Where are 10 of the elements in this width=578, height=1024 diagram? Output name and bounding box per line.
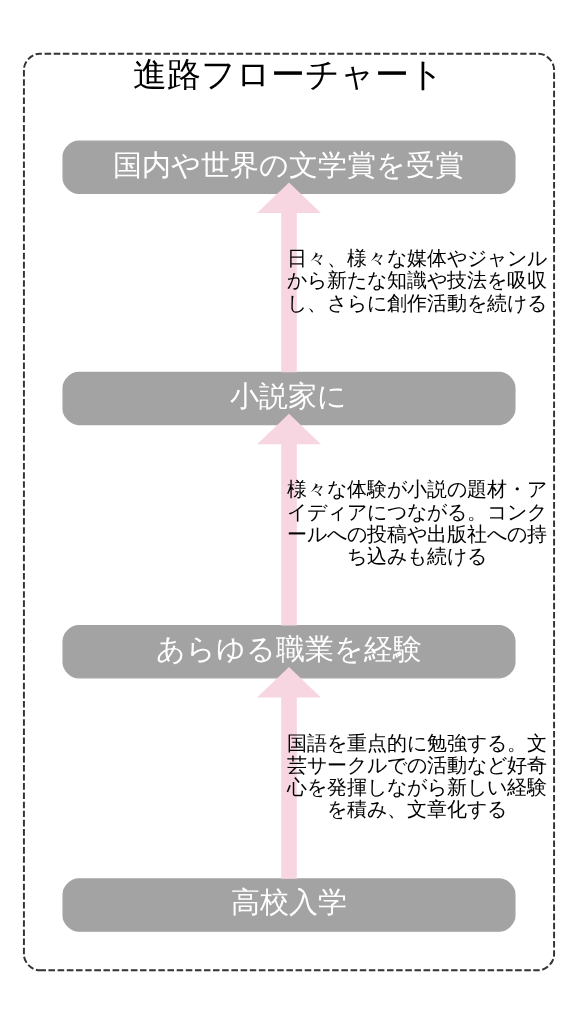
arrow bbox=[257, 182, 321, 373]
edge-label: 日々、様々な媒体やジャンルから新たな知識や技法を吸収し、さらに創作活動を続ける bbox=[286, 247, 547, 315]
node-box: あらゆる職業を経験 bbox=[62, 624, 516, 679]
arrow bbox=[257, 413, 321, 626]
edge-label: 国語を重点的に勉強する。文芸サークルでの活動など好奇心を発揮しながら新しい経験を積み、文章化する bbox=[286, 731, 547, 822]
arrow bbox=[257, 667, 321, 879]
node-box: 小説家に bbox=[62, 371, 516, 426]
edge-label: 様々な体験が小説の題材・アイディアにつながる。コンクールへの投稿や出版社への持ち込みも続ける bbox=[286, 478, 547, 568]
node-box: 高校入学 bbox=[62, 878, 516, 932]
node-box: 国内や世界の文学賞を受賞 bbox=[62, 140, 516, 195]
